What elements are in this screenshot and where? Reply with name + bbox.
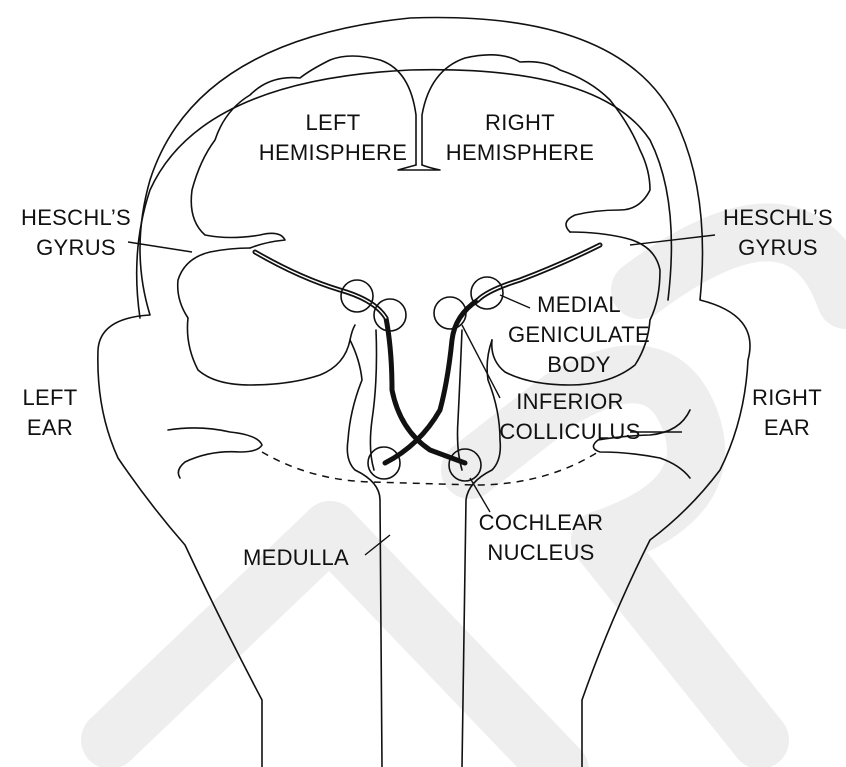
medial-geniculate-line-1: MEDIAL xyxy=(494,290,664,320)
label-right-ear: RIGHT EAR xyxy=(737,383,837,443)
label-inferior-colliculus: INFERIOR COLLICULUS xyxy=(490,387,650,447)
left-inferior-colliculus-nucleus xyxy=(374,299,406,331)
label-medial-geniculate-body: MEDIAL GENICULATE BODY xyxy=(494,290,664,380)
left-ear-line-1: LEFT xyxy=(5,383,95,413)
right-ear-line-2: EAR xyxy=(737,413,837,443)
label-left-ear: LEFT EAR xyxy=(5,383,95,443)
label-left-hemisphere: LEFT HEMISPHERE xyxy=(248,108,418,168)
inferior-colliculus-line-1: INFERIOR xyxy=(490,387,650,417)
left-ear-shape xyxy=(168,428,262,478)
left-temporal-lobe xyxy=(178,248,355,385)
left-hemisphere-line-2: HEMISPHERE xyxy=(248,138,418,168)
heschl-left-line-2: GYRUS xyxy=(6,233,146,263)
heschl-right-line-1: HESCHL’S xyxy=(708,203,846,233)
dashed-cochlear-line xyxy=(262,452,598,485)
cochlear-nucleus-line-2: NUCLEUS xyxy=(466,538,616,568)
label-cochlear-nucleus: COCHLEAR NUCLEUS xyxy=(466,508,616,568)
left-ear-line-2: EAR xyxy=(5,413,95,443)
medial-geniculate-line-3: BODY xyxy=(494,350,664,380)
label-heschl-right: HESCHL’S GYRUS xyxy=(708,203,846,263)
brain-outline xyxy=(137,70,672,318)
heschl-left-line-1: HESCHL’S xyxy=(6,203,146,233)
right-hemisphere-line-2: HEMISPHERE xyxy=(435,138,605,168)
left-hemisphere-line-1: LEFT xyxy=(248,108,418,138)
watermark xyxy=(110,232,846,767)
right-hemisphere-line-1: RIGHT xyxy=(435,108,605,138)
right-ear-line-1: RIGHT xyxy=(737,383,837,413)
medulla-line-1: MEDULLA xyxy=(232,543,360,573)
inferior-colliculus-line-2: COLLICULUS xyxy=(490,417,650,447)
label-heschl-left: HESCHL’S GYRUS xyxy=(6,203,146,263)
left-auditory-pathway xyxy=(255,252,465,463)
heschl-right-line-2: GYRUS xyxy=(708,233,846,263)
cochlear-nucleus-line-1: COCHLEAR xyxy=(466,508,616,538)
medial-geniculate-line-2: GENICULATE xyxy=(494,320,664,350)
label-medulla: MEDULLA xyxy=(232,543,360,573)
label-right-hemisphere: RIGHT HEMISPHERE xyxy=(435,108,605,168)
